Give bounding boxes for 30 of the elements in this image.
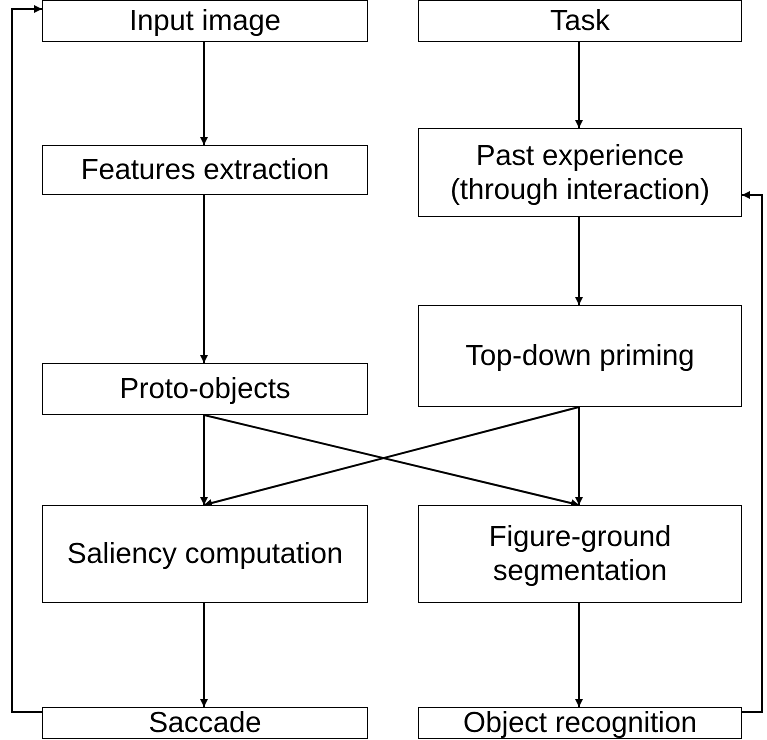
process-box: [418, 505, 742, 603]
arrow: [200, 195, 208, 363]
arrow: [575, 407, 583, 505]
box-label: Top-down priming: [466, 339, 694, 373]
process-box: [42, 505, 368, 603]
arrow: [742, 191, 763, 713]
arrow: [200, 42, 208, 145]
process-box: [418, 305, 742, 407]
box-label: Saliency computation: [67, 537, 343, 571]
box-label: Past experience (through interaction): [449, 138, 711, 206]
arrow: [575, 42, 583, 128]
arrow: [200, 415, 208, 505]
arrow: [11, 5, 42, 713]
arrow: [575, 217, 583, 305]
process-box: [42, 145, 368, 195]
box-label: Task: [550, 4, 610, 38]
arrow: [575, 603, 583, 707]
box-label: Proto-objects: [120, 372, 290, 406]
box-label: Saccade: [148, 706, 262, 740]
box-label: Figure-ground segmentation: [488, 520, 672, 588]
box-label: Object recognition: [463, 706, 697, 740]
process-box: [418, 128, 742, 217]
process-box: [42, 0, 368, 42]
process-box: [418, 707, 742, 739]
process-box: [42, 707, 368, 739]
box-label: Input image: [129, 4, 281, 38]
box-label: Features extraction: [80, 153, 330, 187]
process-box: [42, 363, 368, 415]
arrow: [200, 603, 208, 707]
process-box: [418, 0, 742, 42]
